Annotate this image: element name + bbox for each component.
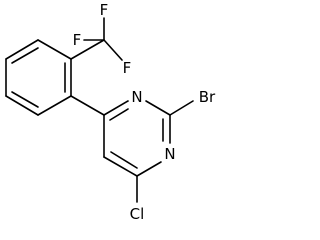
bond-benzene-4 [37,95,72,116]
atom-label-bromine: Br [199,88,216,106]
atom-label-nitrogen-lower: N [164,145,175,163]
bond-to-bromine [169,100,194,116]
bond-benzene-double-1 [11,47,39,64]
bond-pyrimidine-5 [103,156,138,177]
structure-diagram: F F F N N Br Cl [5,1,217,223]
bond-biaryl [70,95,105,116]
atom-label-nitrogen-upper: N [131,88,142,106]
bond-benzene-double-3 [11,91,39,108]
bond-pyrimidine-double-1 [109,108,129,121]
bond-pyrimidine-1 [103,100,129,116]
bond-benzene-1 [5,39,39,60]
bond-cf3-right [103,39,123,61]
atom-label-fluorine-right: F [123,59,132,77]
atom-label-chlorine: Cl [130,205,145,223]
bond-benzene-2 [37,39,72,60]
atom-label-fluorine-top: F [100,1,109,19]
bond-pyrimidine-double-3 [110,151,138,169]
bond-ring-to-cf3 [70,39,105,60]
bond-pyrimidine-2 [145,100,171,116]
molecule-drawing: F F F N N Br Cl [5,1,216,223]
bond-benzene-5 [5,95,39,116]
bond-pyrimidine-4 [136,161,162,177]
atom-label-fluorine-left: F [73,31,82,49]
